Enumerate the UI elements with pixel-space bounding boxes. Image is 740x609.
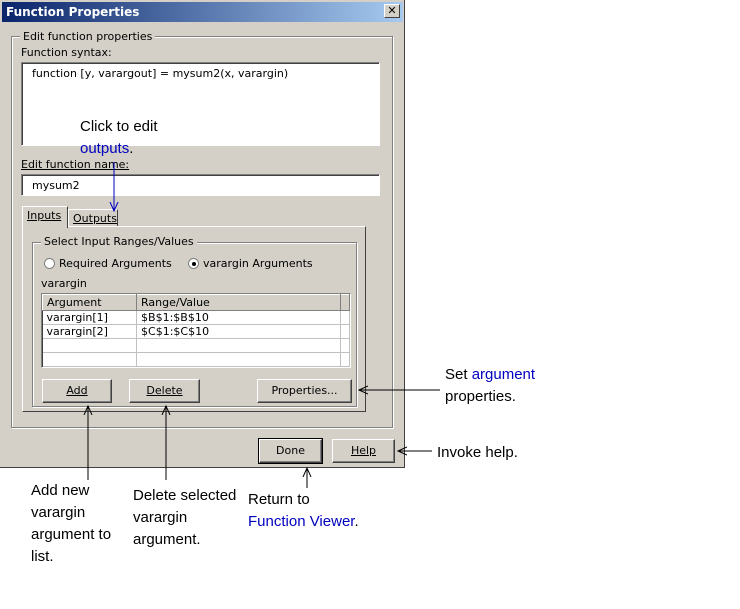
grid-cell-argument[interactable]: varargin[2]: [42, 324, 138, 339]
callout-line: Function Viewer.: [248, 511, 359, 533]
varargin-arguments-label: varargin Arguments: [203, 257, 313, 270]
callout-return: Return to Function Viewer.: [248, 489, 359, 533]
help-button[interactable]: Help: [332, 439, 395, 463]
function-syntax-box[interactable]: function [y, varargout] = mysum2(x, vara…: [21, 62, 380, 146]
callout-invoke-help: Invoke help.: [437, 444, 518, 461]
callout-line: varargin: [133, 509, 188, 526]
radio-unchecked-icon: [44, 258, 55, 269]
table-row[interactable]: varargin[1] $B$1:$B$10: [42, 310, 350, 325]
grid-header-range[interactable]: Range/Value: [136, 294, 341, 311]
delete-button-label: Delete: [146, 384, 183, 397]
callout-delete: Delete selected varargin argument.: [133, 485, 236, 551]
dialog-title: Function Properties: [6, 5, 140, 19]
callout-period: .: [354, 513, 359, 530]
callout-line: properties.: [445, 388, 516, 405]
add-button[interactable]: Add: [42, 379, 112, 403]
add-button-label: Add: [66, 384, 88, 397]
grid-cell-argument[interactable]: varargin[1]: [42, 310, 138, 325]
callout-set-argument: Set argument properties.: [445, 364, 535, 408]
grid-caption: varargin: [41, 277, 87, 290]
callout-text: Set: [445, 366, 468, 383]
callout-line: Return to: [248, 491, 310, 508]
close-button[interactable]: ✕: [384, 4, 400, 18]
grid-cell-empty: [340, 352, 350, 367]
callout-line: argument.: [133, 531, 201, 548]
callout-line: argument to: [31, 526, 112, 543]
grid-cell-empty: [136, 338, 341, 353]
function-name-value: mysum2: [32, 179, 80, 192]
callout-link: outputs: [80, 140, 130, 157]
callout-line: Add new: [31, 482, 90, 499]
tab-outputs-label: Outputs: [73, 212, 117, 225]
callout-link: Function Viewer: [248, 513, 355, 530]
callout-link: argument: [471, 366, 536, 383]
grid-cell-empty: [136, 352, 341, 367]
callout-line: outputs.: [80, 138, 158, 160]
function-name-label: Edit function name:: [21, 158, 129, 171]
table-row[interactable]: [42, 352, 350, 367]
edit-function-properties-group: [11, 36, 393, 428]
close-icon: ✕: [387, 4, 397, 17]
grid-cell-empty: [42, 352, 138, 367]
delete-button[interactable]: Delete: [129, 379, 200, 403]
callout-edit-outputs: Click to edit outputs.: [80, 116, 158, 160]
tab-inputs[interactable]: Inputs: [22, 206, 68, 228]
grid-header-row: Argument Range/Value: [42, 294, 350, 311]
callout-line: Delete selected: [133, 487, 237, 504]
done-button[interactable]: Done: [258, 438, 323, 464]
grid-cell-empty: [340, 324, 350, 339]
done-button-label: Done: [276, 444, 305, 457]
function-properties-dialog: Function Properties ✕ Edit function prop…: [0, 0, 405, 468]
function-name-input[interactable]: mysum2: [21, 174, 380, 196]
function-syntax-value: function [y, varargout] = mysum2(x, vara…: [32, 67, 289, 80]
grid-cell-empty: [340, 338, 350, 353]
tab-panel: [22, 226, 366, 412]
grid-cell-empty: [340, 310, 350, 325]
title-bar[interactable]: Function Properties ✕: [2, 2, 403, 22]
tab-outputs[interactable]: Outputs: [68, 209, 118, 227]
callout-line: Set argument: [445, 364, 535, 386]
grid-cell-empty: [42, 338, 138, 353]
properties-button[interactable]: Properties...: [257, 379, 352, 403]
grid-header-argument[interactable]: Argument: [42, 294, 138, 311]
grid-cell-range[interactable]: $B$1:$B$10: [136, 310, 341, 325]
function-name-label-accel: Edit function name:: [21, 158, 130, 171]
radio-checked-icon: [188, 258, 199, 269]
callout-line: Click to edit: [80, 118, 158, 135]
properties-button-label: Properties...: [271, 384, 338, 397]
varargin-grid[interactable]: Argument Range/Value varargin[1] $B$1:$B…: [41, 293, 351, 368]
callout-line: list.: [31, 548, 54, 565]
required-arguments-label: Required Arguments: [59, 257, 172, 270]
edit-function-properties-legend: Edit function properties: [20, 30, 156, 43]
table-row[interactable]: [42, 338, 350, 353]
callout-period: .: [129, 140, 134, 157]
grid-header-spacer: [340, 294, 350, 311]
input-ranges-legend: Select Input Ranges/Values: [41, 235, 197, 248]
function-syntax-label: Function syntax:: [21, 46, 112, 59]
grid-cell-range[interactable]: $C$1:$C$10: [136, 324, 341, 339]
callout-line: varargin: [31, 504, 86, 521]
help-button-label: Help: [350, 444, 377, 457]
table-row[interactable]: varargin[2] $C$1:$C$10: [42, 324, 350, 339]
callout-add-new: Add new varargin argument to list.: [31, 480, 111, 568]
tab-inputs-label: Inputs: [27, 209, 62, 222]
